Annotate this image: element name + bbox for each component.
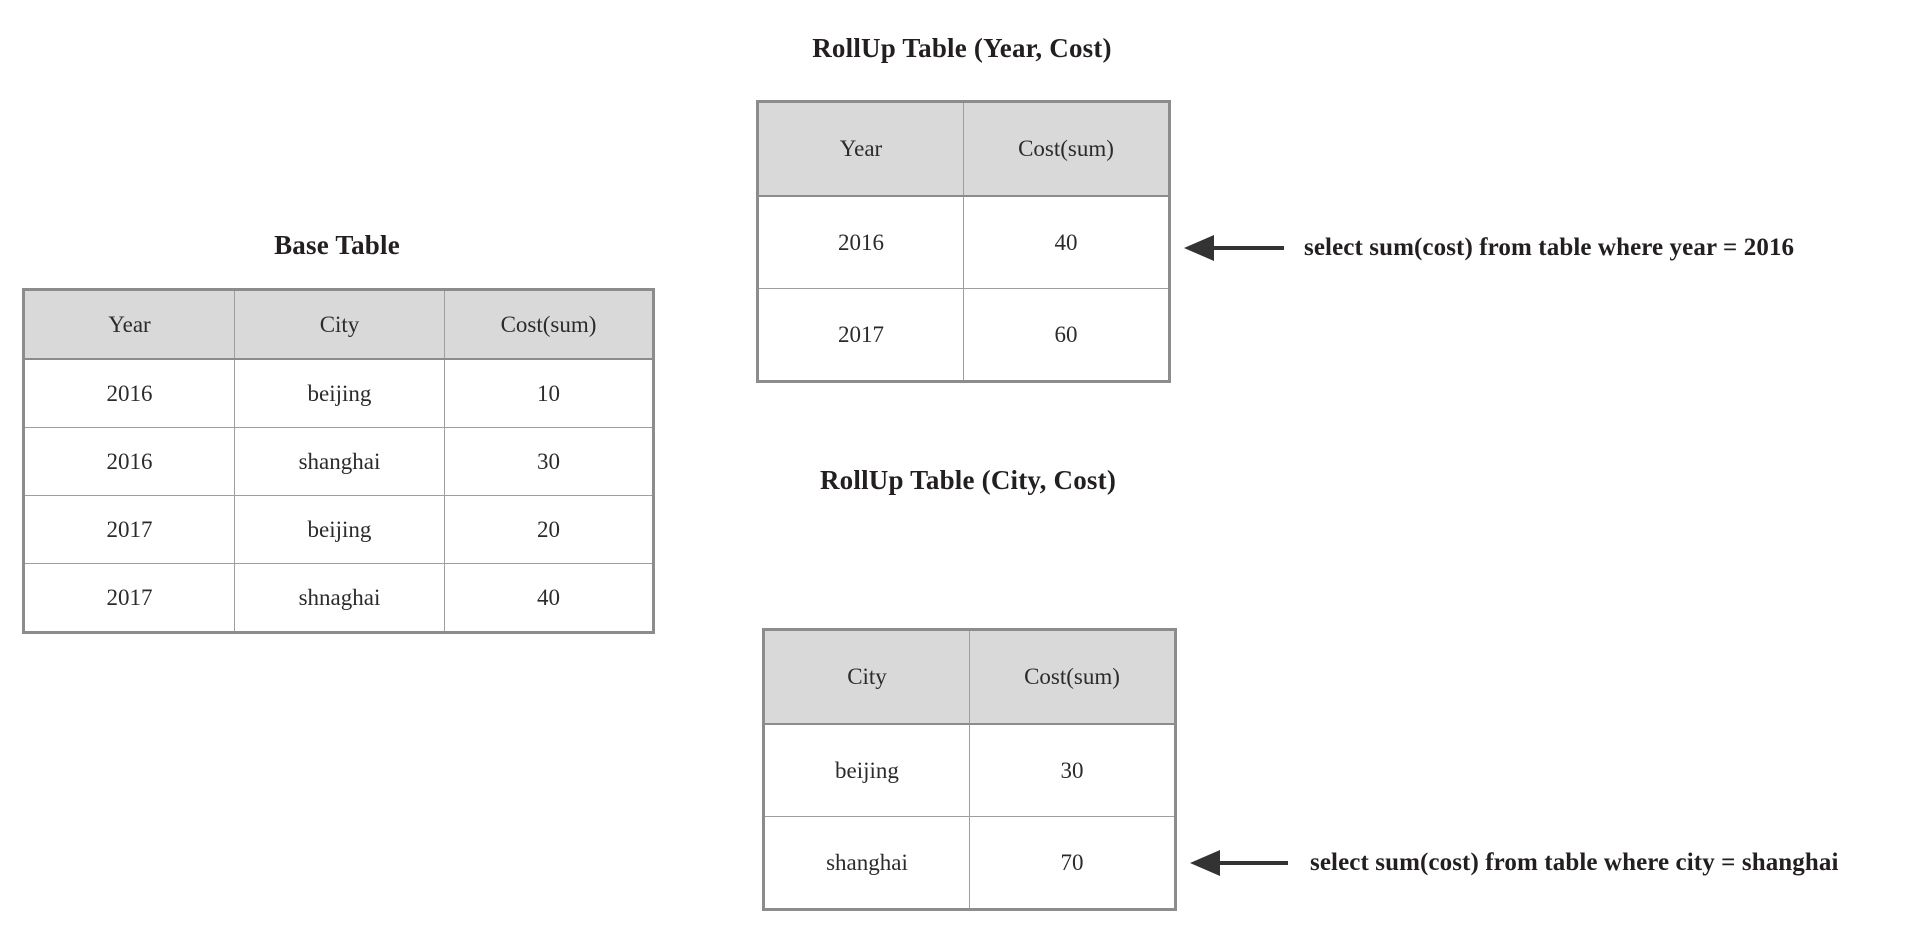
rollup-city-table-title: RollUp Table (City, Cost)	[819, 465, 1117, 495]
cell-cost: 10	[444, 358, 654, 428]
cell-city: shnaghai	[234, 563, 445, 633]
cell-cost: 60	[963, 288, 1170, 382]
annotation-year-query: select sum(cost) from table where year =…	[1184, 232, 1794, 264]
table-row: 2017 60	[757, 288, 1170, 382]
table-header-row: Year City Cost(sum)	[23, 289, 654, 360]
cell-city: beijing	[763, 723, 970, 817]
table-header-row: Year Cost(sum)	[757, 101, 1170, 197]
base-table: Year City Cost(sum) 2016 beijing 10 2016…	[22, 288, 655, 634]
column-header-city: City	[234, 289, 445, 360]
annotation-year-query-text: select sum(cost) from table where year =…	[1304, 234, 1795, 261]
cell-cost: 40	[963, 195, 1170, 289]
table-row: 2017 shnaghai 40	[23, 563, 654, 633]
cell-cost: 20	[444, 495, 654, 564]
arrow-left-icon	[1190, 850, 1288, 876]
column-header-cost: Cost(sum)	[963, 101, 1170, 197]
table-row: 2016 shanghai 30	[23, 427, 654, 496]
cell-year: 2017	[23, 563, 235, 633]
table-row: beijing 30	[763, 723, 1176, 817]
cell-year: 2017	[757, 288, 964, 382]
cell-cost: 30	[444, 427, 654, 496]
cell-year: 2016	[757, 195, 964, 289]
cell-cost: 30	[969, 723, 1176, 817]
table-row: 2017 beijing 20	[23, 495, 654, 564]
column-header-cost: Cost(sum)	[444, 289, 654, 360]
annotation-city-query: select sum(cost) from table where city =…	[1190, 847, 1839, 879]
cell-city: beijing	[234, 495, 445, 564]
cell-year: 2016	[23, 358, 235, 428]
rollup-year-table-title: RollUp Table (Year, Cost)	[812, 33, 1112, 63]
column-header-year: Year	[757, 101, 964, 197]
table-row: 2016 beijing 10	[23, 358, 654, 428]
rollup-year-table: Year Cost(sum) 2016 40 2017 60	[756, 100, 1171, 383]
rollup-city-table: City Cost(sum) beijing 30 shanghai 70	[762, 628, 1177, 911]
cell-cost: 40	[444, 563, 654, 633]
annotation-city-query-text: select sum(cost) from table where city =…	[1310, 849, 1839, 876]
cell-city: shanghai	[763, 816, 970, 910]
arrow-left-icon	[1184, 235, 1284, 261]
cell-cost: 70	[969, 816, 1176, 910]
cell-city: shanghai	[234, 427, 445, 496]
table-header-row: City Cost(sum)	[763, 629, 1176, 725]
table-row: 2016 40	[757, 195, 1170, 289]
cell-year: 2016	[23, 427, 235, 496]
cell-city: beijing	[234, 358, 445, 428]
column-header-cost: Cost(sum)	[969, 629, 1176, 725]
column-header-city: City	[763, 629, 970, 725]
table-row: shanghai 70	[763, 816, 1176, 910]
base-table-title: Base Table	[274, 230, 400, 260]
column-header-year: Year	[23, 289, 235, 360]
cell-year: 2017	[23, 495, 235, 564]
